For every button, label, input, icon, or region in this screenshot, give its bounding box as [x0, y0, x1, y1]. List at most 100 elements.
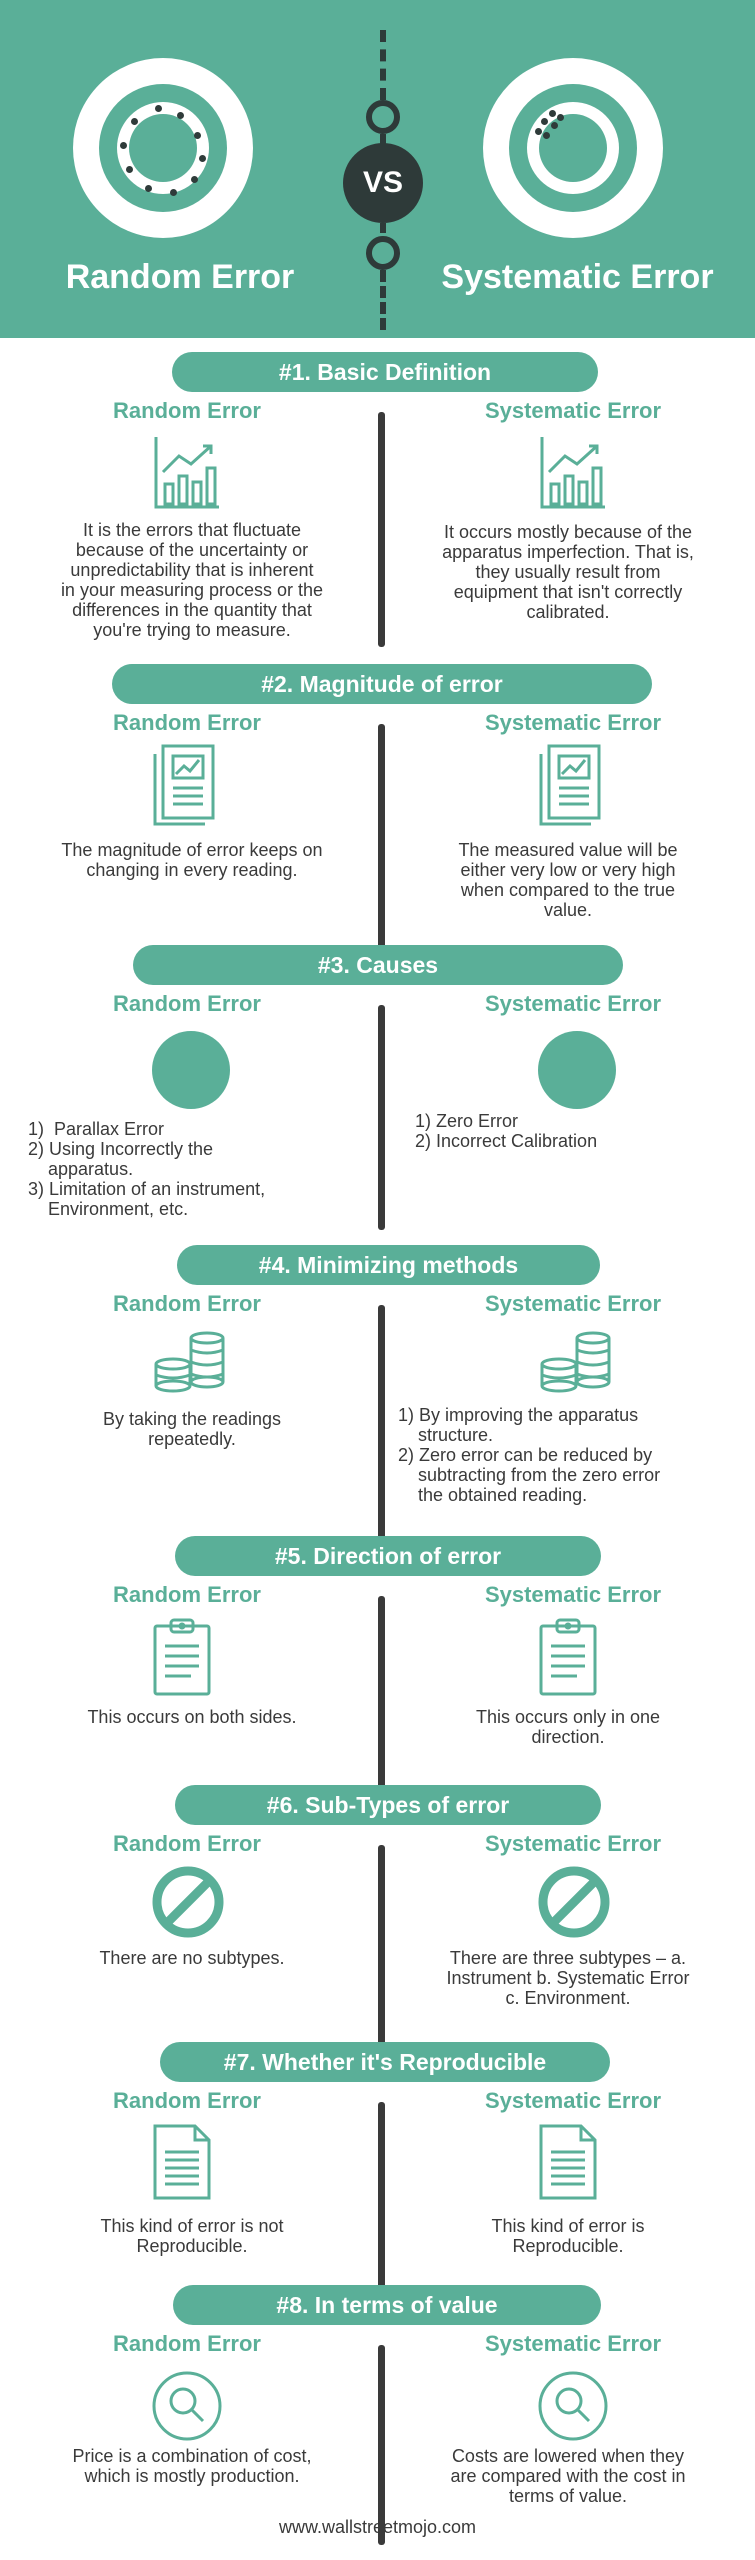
left-column-label: Random Error — [113, 710, 261, 735]
description-line: in your measuring process or the — [60, 580, 324, 600]
column-divider — [378, 2102, 385, 2297]
section-title: #6. Sub-Types of error — [266, 1791, 510, 1818]
filled-circle-icon — [151, 1030, 231, 1115]
description-line: 1) Parallax Error — [28, 1119, 165, 1139]
right-column-label: Systematic Error — [484, 2331, 662, 2356]
section-3: #3. Causes Random Error Systematic Error… — [0, 945, 755, 1230]
description-line: The magnitude of error keeps on — [61, 840, 323, 860]
description-line: Reproducible. — [136, 2236, 248, 2256]
left-description: Price is a combination of cost,which is … — [22, 2446, 362, 2486]
column-divider — [378, 724, 385, 949]
footer-source: www.wallstreetmojo.com — [278, 2517, 477, 2537]
document-icon — [151, 2122, 213, 2207]
column-divider — [378, 1005, 385, 1230]
description-line: unpredictability that is inherent — [70, 560, 314, 580]
vs-knob-bottom — [366, 236, 400, 270]
header-banner: VS Random Error Systematic Error — [0, 0, 755, 338]
vs-badge: VS — [343, 143, 423, 223]
right-column-label: Systematic Error — [484, 1831, 662, 1856]
description-line: It occurs mostly because of the — [443, 522, 693, 542]
section-title-pill: #4. Minimizing methods — [177, 1245, 600, 1285]
column-divider — [378, 412, 385, 647]
description-line: Costs are lowered when they — [451, 2446, 685, 2466]
vs-connector-top — [380, 30, 386, 100]
right-description: 1) By improving the apparatus structure.… — [398, 1405, 738, 1505]
section-title-pill: #8. In terms of value — [173, 2285, 601, 2325]
description-line: This occurs on both sides. — [87, 1707, 297, 1727]
description-line: equipment that isn't correctly — [453, 582, 683, 602]
left-column-label: Random Error — [113, 991, 261, 1016]
left-column-label: Random Error — [113, 1291, 261, 1316]
section-4: #4. Minimizing methods Random Error Syst… — [0, 1245, 755, 1540]
coin-stack-icon — [151, 1330, 227, 1399]
right-column-label: Systematic Error — [484, 1291, 662, 1316]
section-2: #2. Magnitude of error Random Error Syst… — [0, 664, 755, 949]
section-title: #4. Minimizing methods — [258, 1251, 519, 1278]
description-line: direction. — [531, 1727, 605, 1747]
description-line: they usually result from — [475, 562, 661, 582]
clipboard-icon — [151, 1616, 213, 1701]
column-divider — [378, 1305, 385, 1540]
description-line: calibrated. — [526, 602, 610, 622]
section-title-pill: #7. Whether it's Reproducible — [160, 2042, 610, 2082]
right-column-label: Systematic Error — [484, 2088, 662, 2113]
bar-chart-icon — [151, 432, 221, 517]
report-chart-icon — [151, 744, 215, 831]
description-line: 1) By improving the apparatus — [398, 1405, 639, 1425]
right-column-label: Systematic Error — [484, 1582, 662, 1607]
description-line: changing in every reading. — [86, 860, 298, 880]
coin-stack-icon — [537, 1330, 613, 1399]
left-description: There are no subtypes. — [22, 1948, 362, 1968]
description-line: when compared to the true — [460, 880, 676, 900]
section-title: #8. In terms of value — [276, 2291, 498, 2318]
left-description: This occurs on both sides. — [22, 1707, 362, 1727]
description-line: 1) Zero Error — [415, 1111, 519, 1131]
description-line: are compared with the cost in — [450, 2466, 686, 2486]
description-line: repeatedly. — [148, 1429, 236, 1449]
left-column-label: Random Error — [113, 1582, 261, 1607]
description-line: the obtained reading. — [398, 1485, 588, 1505]
section-title: #2. Magnitude of error — [261, 670, 503, 697]
column-divider — [378, 1845, 385, 2045]
bar-chart-icon — [537, 432, 607, 517]
header-left-title: Random Error — [65, 258, 295, 296]
right-description: There are three subtypes – a.Instrument … — [398, 1948, 738, 2008]
left-column-label: Random Error — [113, 398, 261, 423]
description-line: Instrument b. Systematic Error — [446, 1968, 690, 1988]
description-line: either very low or very high — [460, 860, 676, 880]
left-column-label: Random Error — [113, 2331, 261, 2356]
header-right-title: Systematic Error — [441, 258, 714, 296]
right-column-label: Systematic Error — [484, 710, 662, 735]
description-line: structure. — [398, 1425, 494, 1445]
description-line: There are no subtypes. — [99, 1948, 285, 1968]
description-line: Environment, etc. — [28, 1199, 189, 1219]
section-title: #1. Basic Definition — [278, 358, 492, 385]
section-title-pill: #5. Direction of error — [175, 1536, 601, 1576]
filled-circle-icon — [537, 1030, 617, 1115]
magnifier-icon — [537, 2370, 609, 2447]
description-line: 2) Incorrect Calibration — [415, 1131, 598, 1151]
section-title: #5. Direction of error — [274, 1542, 502, 1569]
description-line: 3) Limitation of an instrument, — [28, 1179, 266, 1199]
random-error-ring-icon — [73, 58, 253, 238]
right-column-label: Systematic Error — [484, 398, 662, 423]
section-title: #7. Whether it's Reproducible — [223, 2048, 547, 2075]
description-line: 2) Zero error can be reduced by — [398, 1445, 653, 1465]
description-line: apparatus. — [28, 1159, 134, 1179]
description-line: because of the uncertainty or — [75, 540, 309, 560]
prohibited-icon — [537, 1865, 611, 1944]
description-line: This kind of error is not — [100, 2216, 284, 2236]
description-line: This occurs only in one — [475, 1707, 661, 1727]
report-chart-icon — [537, 744, 601, 831]
column-divider — [378, 1596, 385, 1791]
